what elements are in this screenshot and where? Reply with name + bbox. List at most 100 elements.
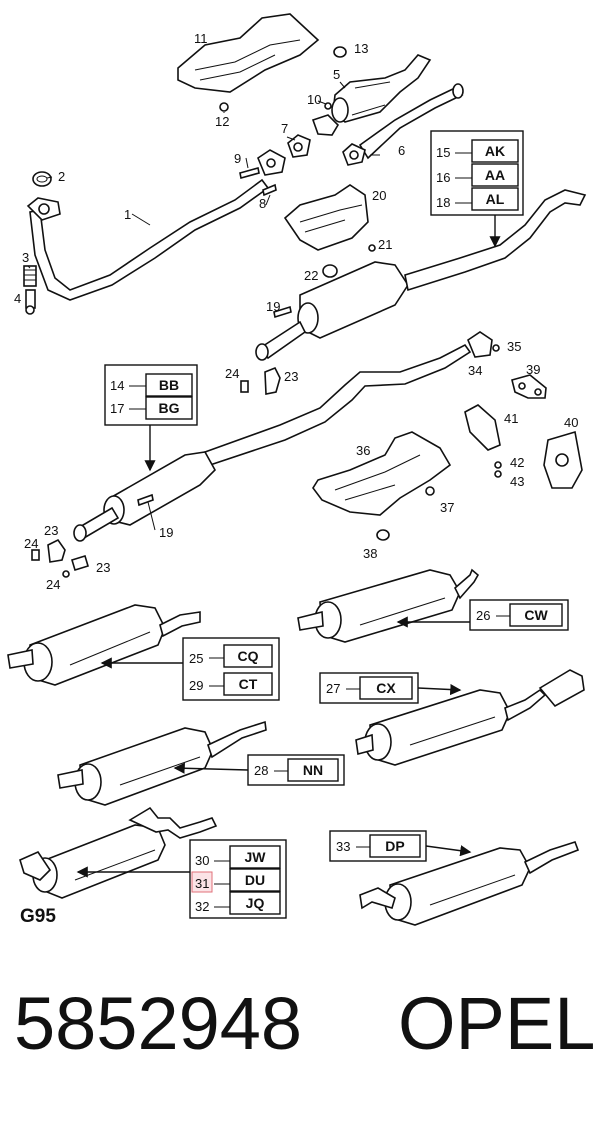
table-3-row-1-number: 29 — [189, 678, 203, 693]
table-5: 27 CX — [319, 672, 462, 704]
muffler-variant-25-29 — [7, 604, 201, 686]
table-8-row-0-number: 33 — [336, 839, 350, 854]
callout: 13 — [354, 41, 368, 56]
table-3-row-0-number: 25 — [189, 651, 203, 666]
table-4-row-0-code: CW — [524, 607, 548, 623]
part-number: 5852948 — [14, 982, 303, 1065]
callout: 10 — [307, 92, 321, 107]
heat-shield-11 — [177, 13, 320, 93]
table-3-row-1-code: CT — [239, 676, 258, 692]
rear-pipe-rear-muffler — [73, 343, 472, 542]
table-1-row-0-code: AK — [485, 143, 505, 159]
table-7-row-2-code: JQ — [246, 895, 265, 911]
table-8: 33 DP — [329, 830, 472, 862]
table-8-row-0-code: DP — [385, 838, 404, 854]
table-7: 30 31 32 JW DU JQ — [76, 839, 287, 919]
callout: 12 — [215, 114, 229, 129]
table-2: 14 17 BB BG — [104, 364, 198, 472]
table-7-row-2-number: 32 — [195, 899, 209, 914]
muffler-variant-28 — [57, 720, 267, 806]
table-6-row-0-code: NN — [303, 762, 323, 778]
bracket-36 — [312, 431, 452, 516]
callout-labels: 1 2 3 4 5 6 7 8 9 10 11 12 13 19 20 21 2… — [14, 31, 578, 592]
callout: 9 — [234, 151, 241, 166]
nut-42 — [494, 461, 502, 469]
table-4: 26 CW — [396, 599, 569, 631]
mount-34-35 — [467, 331, 500, 358]
callout: 4 — [14, 291, 21, 306]
nut-12-13 — [219, 46, 347, 112]
gasket-2 — [32, 171, 52, 187]
callout: 5 — [333, 67, 340, 82]
callout: 38 — [363, 546, 377, 561]
muffler-variant-26 — [297, 568, 480, 643]
callout: 23 — [44, 523, 58, 538]
bolts-8-9 — [239, 166, 277, 197]
callout: 41 — [504, 411, 518, 426]
table-2-row-1-number: 17 — [110, 401, 124, 416]
table-1-row-1-number: 16 — [436, 170, 450, 185]
table-1-row-0-number: 15 — [436, 145, 450, 160]
table-1-row-2-number: 18 — [436, 195, 450, 210]
callout: 22 — [304, 268, 318, 283]
table-4-row-0-number: 26 — [476, 608, 490, 623]
table-5-row-0-number: 27 — [326, 681, 340, 696]
callout: 23 — [96, 560, 110, 575]
diagram-code: G95 — [20, 906, 56, 927]
table-7-row-1-code: DU — [245, 872, 265, 888]
callout: 24 — [24, 536, 38, 551]
callout-leaders — [27, 81, 380, 531]
table-2-row-1-code: BG — [159, 400, 180, 416]
table-1-row-2-code: AL — [486, 191, 505, 207]
muffler-variant-27 — [355, 669, 585, 766]
table-2-row-0-number: 14 — [110, 378, 124, 393]
table-1-row-1-code: AA — [485, 167, 505, 183]
callout: 43 — [510, 474, 524, 489]
callout: 3 — [22, 250, 29, 265]
clamps-23-24 — [31, 538, 89, 578]
callout: 11 — [194, 31, 208, 46]
brand-name: OPEL — [398, 982, 596, 1065]
callout: 35 — [507, 339, 521, 354]
table-5-row-0-code: CX — [376, 680, 396, 696]
table-3: 25 29 CQ CT — [100, 637, 280, 701]
callout: 7 — [281, 121, 288, 136]
clamp-41 — [464, 404, 501, 451]
mount-39 — [511, 374, 547, 399]
callout: 24 — [46, 577, 60, 592]
spring-3-bolt-4 — [23, 265, 37, 315]
callout: 39 — [526, 362, 540, 377]
callout: 37 — [440, 500, 454, 515]
callout: 40 — [564, 415, 578, 430]
nut-37 — [425, 486, 435, 496]
callout: 20 — [372, 188, 386, 203]
table-7-row-0-code: JW — [245, 849, 267, 865]
rubber-38 — [376, 529, 390, 541]
callout: 19 — [159, 525, 173, 540]
rubber-24 — [240, 380, 249, 393]
callout: 8 — [259, 196, 266, 211]
rubber-ring-40 — [543, 430, 583, 489]
pipe-6 — [342, 83, 464, 166]
table-7-row-1-number: 31 — [195, 876, 209, 891]
callout: 34 — [468, 363, 482, 378]
muffler-variant-30-32 — [19, 806, 218, 899]
callout: 21 — [378, 237, 392, 252]
table-3-row-0-code: CQ — [238, 648, 259, 664]
gasket-7-10 — [287, 102, 340, 158]
callout: 6 — [398, 143, 405, 158]
highlight-31 — [191, 871, 213, 893]
bolt-19 — [273, 305, 292, 319]
callout: 42 — [510, 455, 524, 470]
clamp-23 — [264, 366, 281, 395]
callout: 19 — [266, 299, 280, 314]
catalytic-converter-5 — [331, 54, 432, 123]
bolt-19b — [137, 493, 154, 507]
table-1: 15 16 18 AK AA AL — [430, 130, 524, 248]
heat-shield-20 — [283, 184, 369, 251]
callout: 1 — [124, 207, 131, 222]
table-7-row-0-number: 30 — [195, 853, 209, 868]
muffler-variant-33 — [359, 841, 580, 926]
table-6-row-0-number: 28 — [254, 763, 268, 778]
